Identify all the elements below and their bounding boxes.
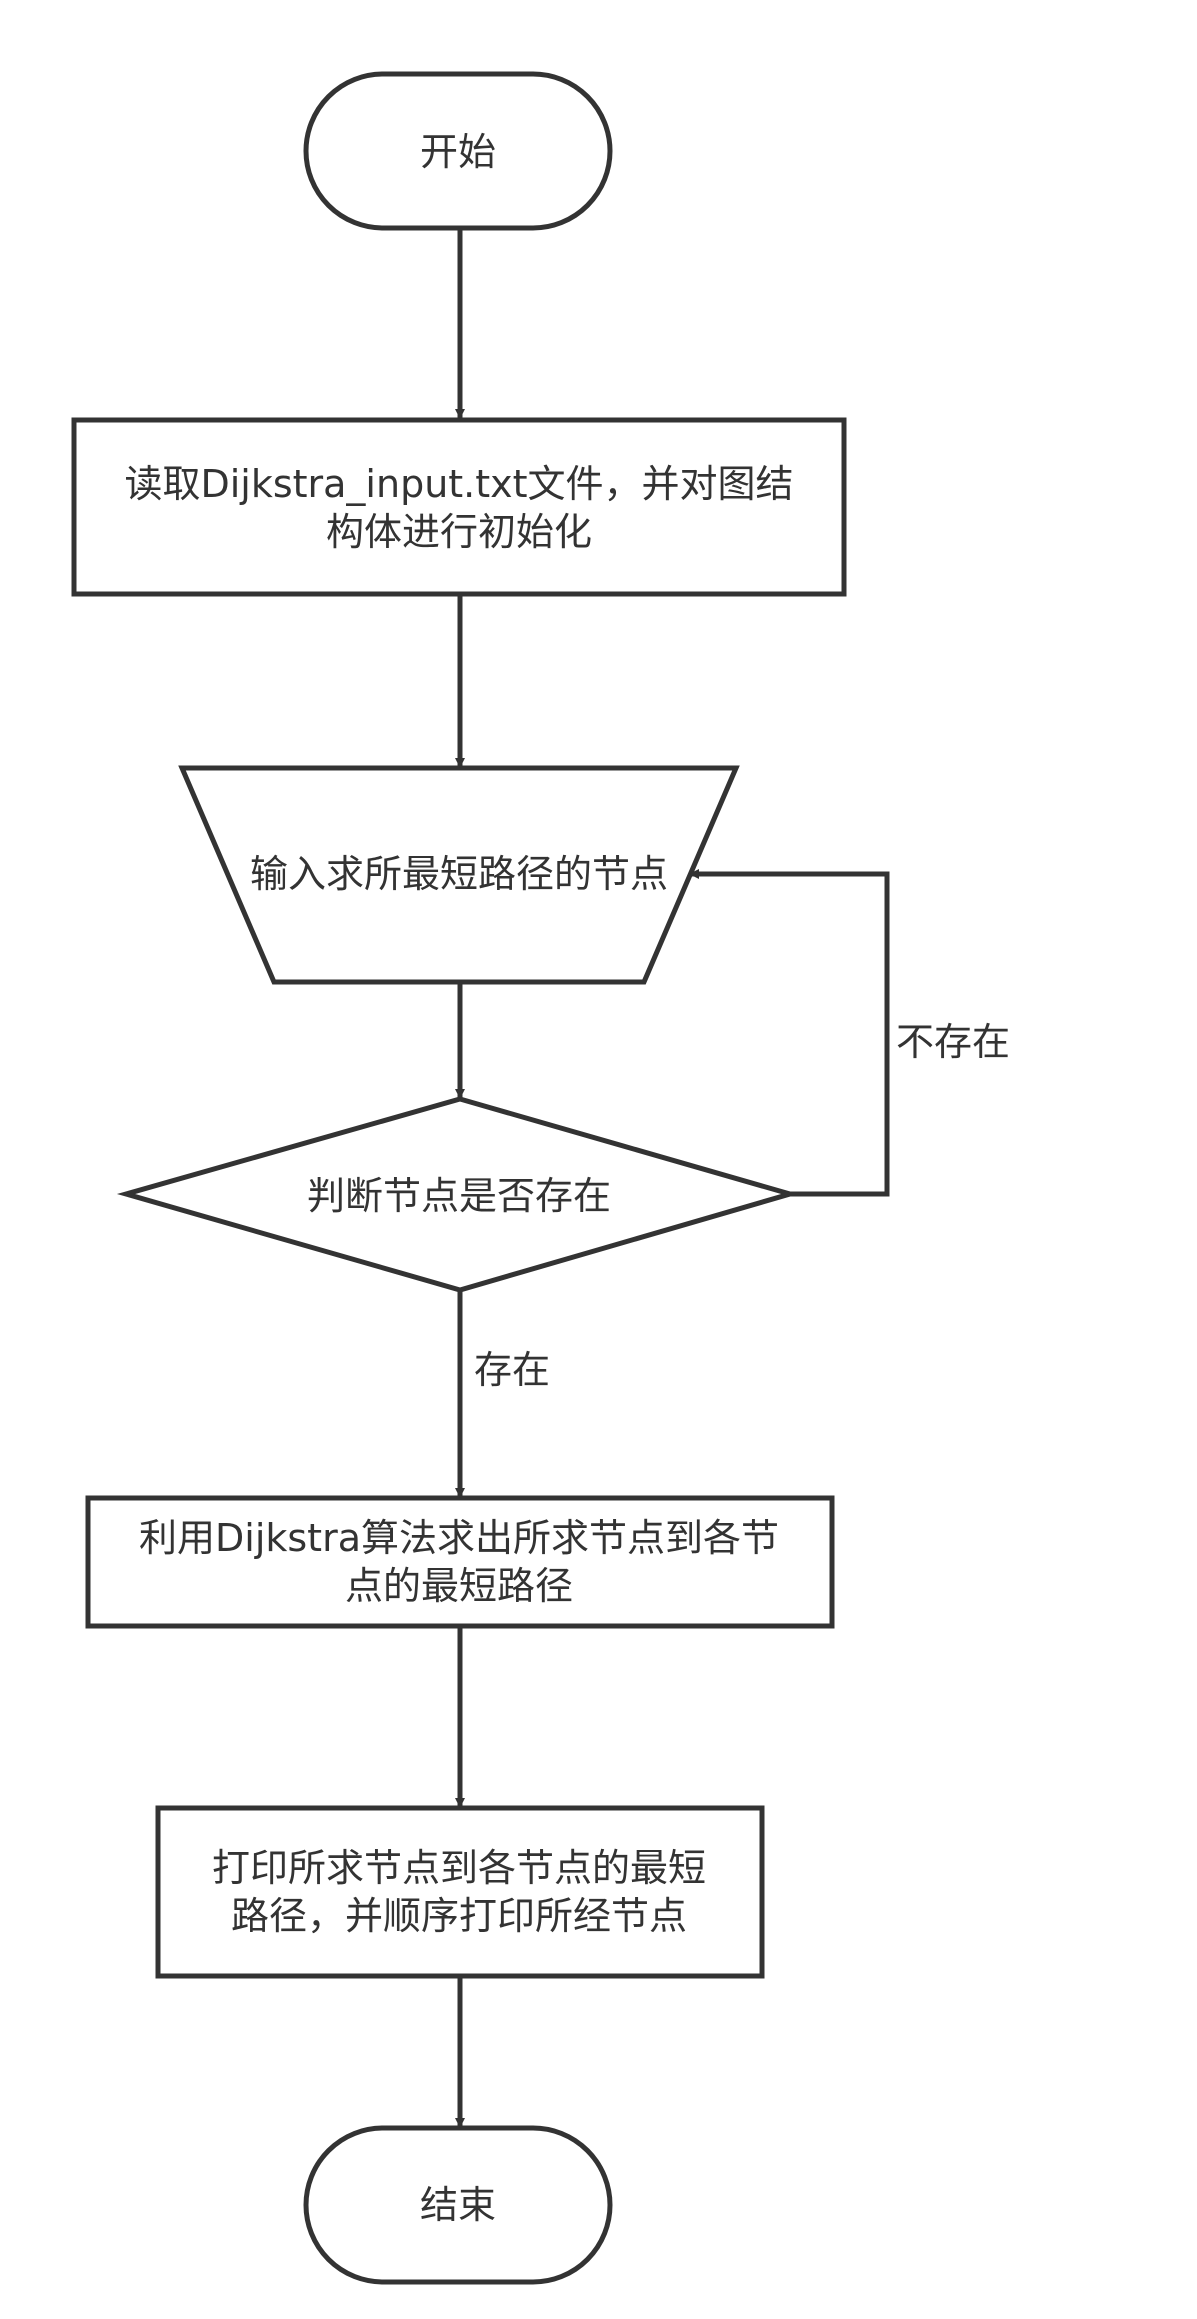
start-label: 开始	[419, 130, 497, 174]
input-node-label: 输入求所最短路径的节点	[249, 852, 668, 896]
print-path-process	[155, 1805, 765, 1979]
end-terminal	[303, 2125, 613, 2285]
check-node-label: 判断节点是否存在	[306, 1174, 611, 1218]
read-file-process	[71, 417, 847, 597]
end-label: 结束	[419, 2183, 497, 2227]
compute-path-process	[85, 1495, 835, 1629]
compute-path-label: 利用Dijkstra算法求出所求节点到各节 点的最短路径	[139, 1516, 779, 1608]
edge-label-not-exist: 不存在	[896, 1020, 1011, 1064]
input-node-manual-input	[178, 765, 740, 985]
read-file-label: 读取Dijkstra_input.txt文件，并对图结 构体进行初始化	[124, 462, 794, 554]
edge-check-not-exist-loop	[689, 869, 890, 1197]
print-path-label: 打印所求节点到各节点的最短 路径，并顺序打印所经节点	[211, 1846, 706, 1938]
edge-label-exist: 存在	[474, 1348, 551, 1392]
